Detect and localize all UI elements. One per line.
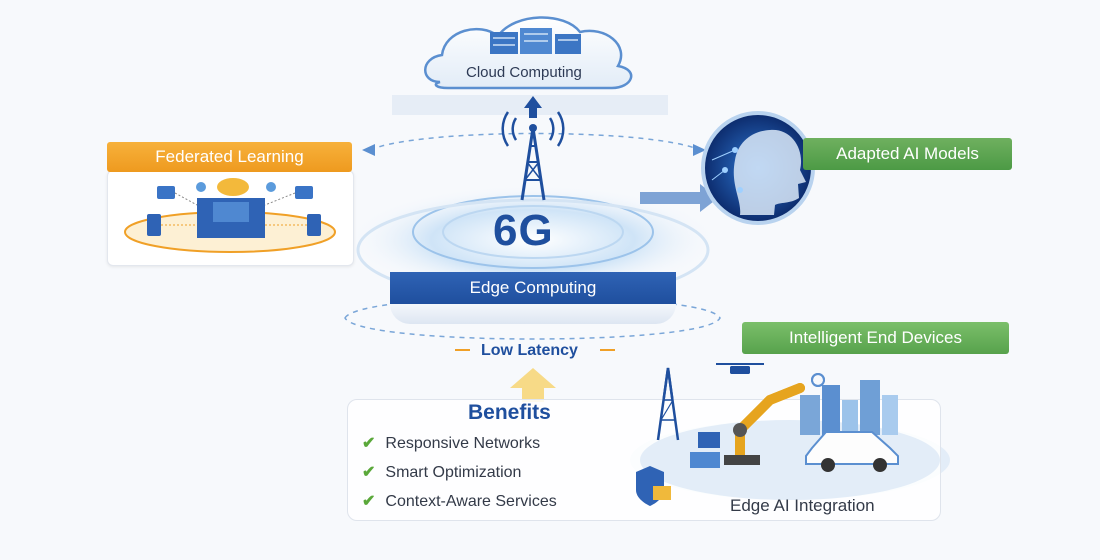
benefit-text: Context-Aware Services xyxy=(385,493,557,510)
benefit-item: ✔ Context-Aware Services xyxy=(362,491,557,511)
check-icon: ✔ xyxy=(362,435,376,452)
benefit-text: Smart Optimization xyxy=(385,464,522,481)
edge-ai-scene xyxy=(636,363,940,506)
edge-platform-base xyxy=(390,304,676,324)
federated-learning-tag: Federated Learning xyxy=(107,142,352,172)
check-icon: ✔ xyxy=(362,464,376,481)
low-latency-label: Low Latency xyxy=(475,342,584,360)
6g-title: 6G xyxy=(493,206,554,255)
ai-head-icon xyxy=(701,111,815,225)
benefits-title: Benefits xyxy=(468,401,551,424)
shield-lock-icon xyxy=(636,466,671,506)
edge-ai-integration-label: Edge AI Integration xyxy=(730,496,875,515)
cloud-icon xyxy=(424,16,633,90)
benefit-item: ✔ Smart Optimization xyxy=(362,462,521,482)
benefit-text: Responsive Networks xyxy=(385,435,541,452)
robot-arm-icon xyxy=(735,383,805,465)
up-arrow-icon xyxy=(524,96,542,118)
drone-icon xyxy=(730,366,750,374)
intelligent-end-devices-tag: Intelligent End Devices xyxy=(742,322,1009,354)
benefit-item: ✔ Responsive Networks xyxy=(362,433,540,453)
tower-icon xyxy=(501,111,565,201)
car-icon xyxy=(805,431,899,472)
federated-network-graphic xyxy=(124,178,336,253)
upload-arrow-icon xyxy=(510,368,556,402)
adapted-ai-models-tag: Adapted AI Models xyxy=(803,138,1012,170)
edge-computing-bar: Edge Computing xyxy=(390,272,676,304)
cloud-computing-label: Cloud Computing xyxy=(466,64,582,81)
check-icon: ✔ xyxy=(362,493,376,510)
